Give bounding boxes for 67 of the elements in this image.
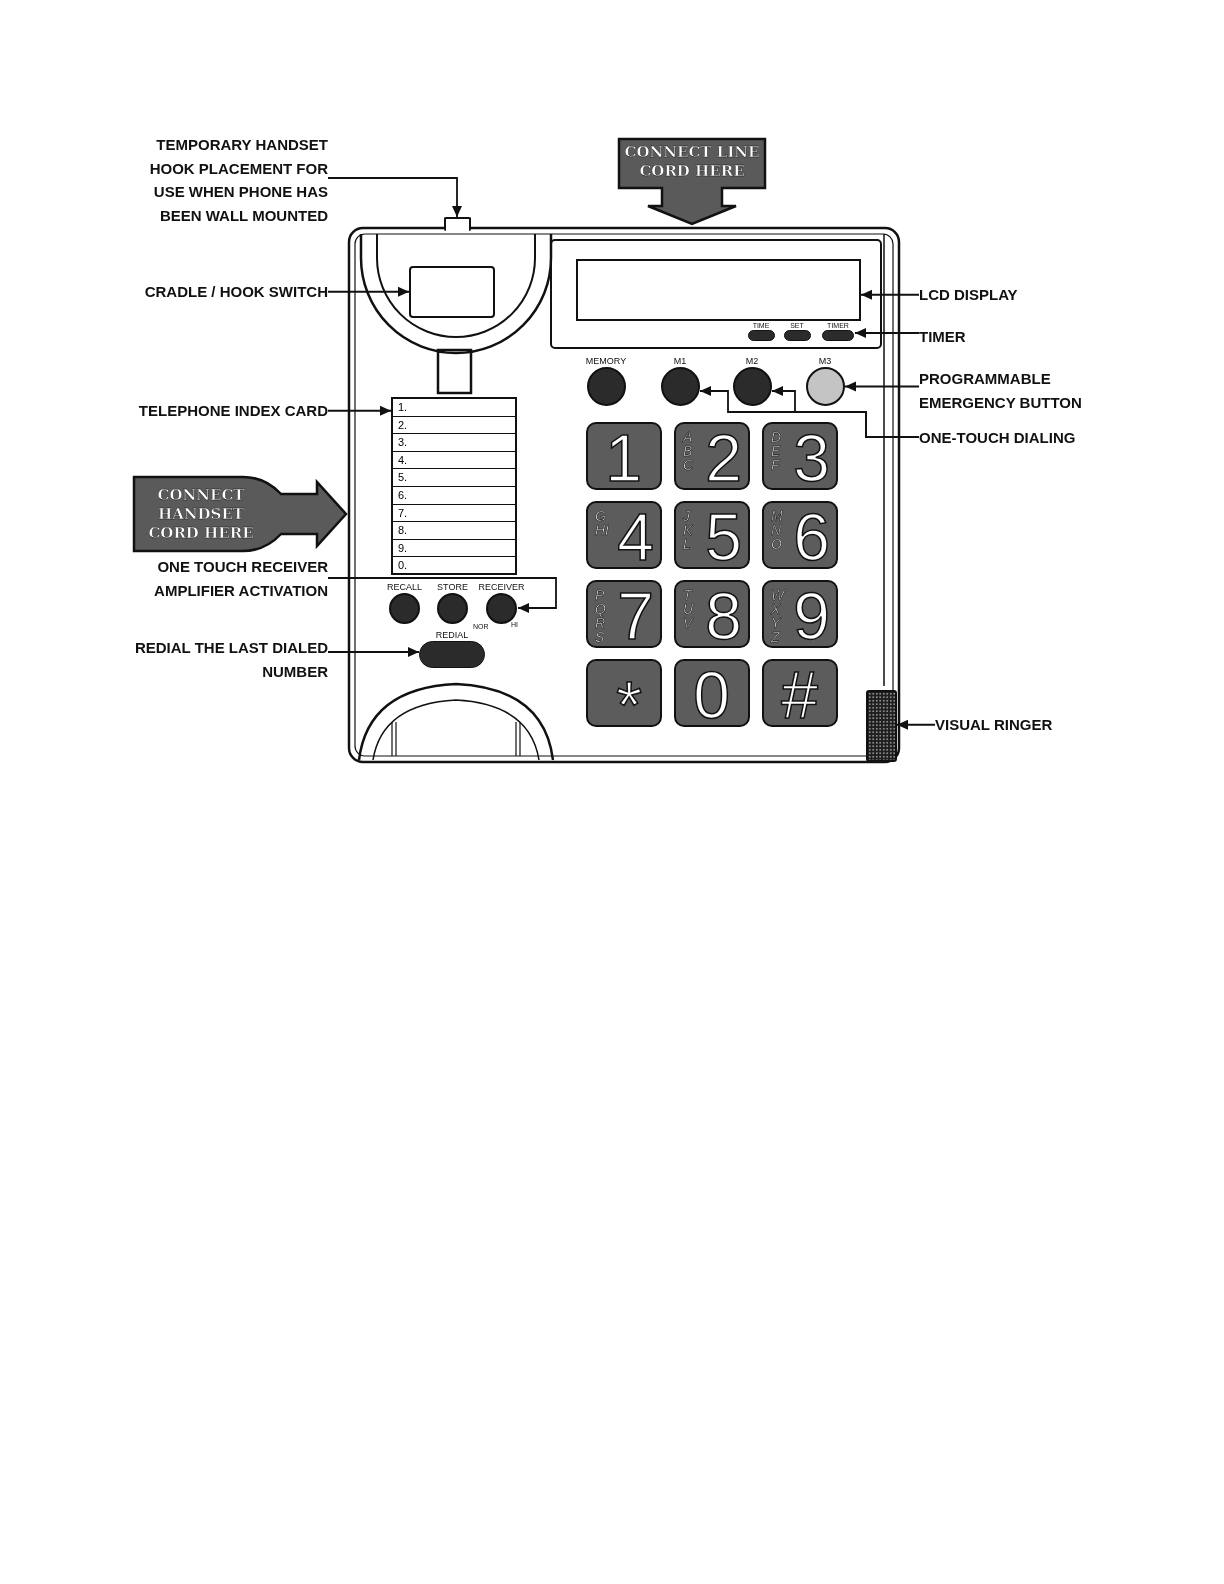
index-entry: 4. — [393, 451, 515, 470]
button-label: RECALL — [387, 582, 422, 593]
leader-line — [327, 647, 420, 657]
callout-text: TEMPORARY HANDSET HOOK PLACEMENT FOR USE WHEN PHONE HAS BEEN WALL MOUNTED — [130, 133, 328, 227]
callout-text: LCD DISPLAY — [919, 283, 1119, 307]
key-digit: 2 — [705, 422, 742, 494]
button-label: STORE — [437, 582, 468, 593]
key-digit: 3 — [793, 422, 830, 494]
keypad-key — [762, 580, 838, 648]
button-label: RECEIVER — [478, 582, 525, 593]
keypad-key — [586, 659, 662, 727]
keypad-key — [674, 659, 750, 727]
callout-text: TELEPHONE INDEX CARD — [90, 399, 328, 423]
leader-line — [327, 405, 392, 416]
index-card — [391, 397, 517, 575]
key-digit: 1 — [605, 422, 642, 494]
banner-text: CONNECT HANDSET CORD HERE — [147, 486, 255, 543]
keypad-key — [762, 422, 838, 490]
key-digit: 5 — [705, 501, 742, 573]
keypad-key — [586, 422, 662, 490]
index-entry: 9. — [393, 539, 515, 558]
leader-line — [854, 328, 920, 338]
button-label: M2 — [745, 356, 759, 367]
index-entry: 7. — [393, 504, 515, 523]
key-digit: 8 — [705, 580, 742, 652]
index-entry: 2. — [393, 416, 515, 435]
callout-text: ONE TOUCH RECEIVER AMPLIFIER ACTIVATION — [130, 555, 328, 602]
key-digit: # — [781, 659, 818, 731]
key-digit: 7 — [617, 580, 654, 652]
visual-ringer — [866, 690, 897, 762]
leader-line — [327, 286, 410, 297]
keypad-key — [674, 580, 750, 648]
keypad-key — [586, 501, 662, 569]
index-entry: 0. — [397, 558, 409, 574]
callout-text: ONE-TOUCH DIALING — [919, 426, 1119, 450]
hook-tab — [444, 217, 471, 231]
button-label: REDIAL — [435, 630, 469, 641]
key-digit: 6 — [793, 501, 830, 573]
leader-line — [327, 577, 557, 613]
leader-line — [327, 177, 462, 218]
button-label: MEMORY — [585, 356, 627, 367]
callout-text: TIMER — [919, 325, 1119, 349]
leader-line — [844, 381, 920, 392]
keypad-key — [762, 501, 838, 569]
index-entry: 1. — [393, 399, 515, 417]
index-entry: 5. — [393, 469, 515, 487]
key-digit: 4 — [617, 501, 654, 573]
button-label: M3 — [818, 356, 832, 367]
leader-line — [860, 289, 920, 300]
key-digit: * — [616, 669, 642, 741]
index-entry: 6. — [393, 486, 515, 505]
banner-text: CONNECT LINE CORD HERE — [623, 143, 761, 181]
keypad-key — [762, 659, 838, 727]
callout-text: PROGRAMMABLE EMERGENCY BUTTON — [919, 367, 1119, 414]
callout-text: CRADLE / HOOK SWITCH — [100, 280, 328, 304]
button-label: M1 — [673, 356, 687, 367]
callout-text: REDIAL THE LAST DIALED NUMBER — [130, 636, 328, 683]
hook-switch — [409, 266, 495, 318]
callout-text: VISUAL RINGER — [935, 713, 1135, 737]
keypad-key — [586, 580, 662, 648]
lcd-screen — [576, 259, 861, 321]
key-digit: 9 — [793, 580, 830, 652]
index-entry: 8. — [393, 522, 515, 540]
keypad-key — [674, 501, 750, 569]
index-entry: 3. — [393, 434, 515, 452]
key-digit: 0 — [693, 659, 730, 731]
keypad-key — [674, 422, 750, 490]
